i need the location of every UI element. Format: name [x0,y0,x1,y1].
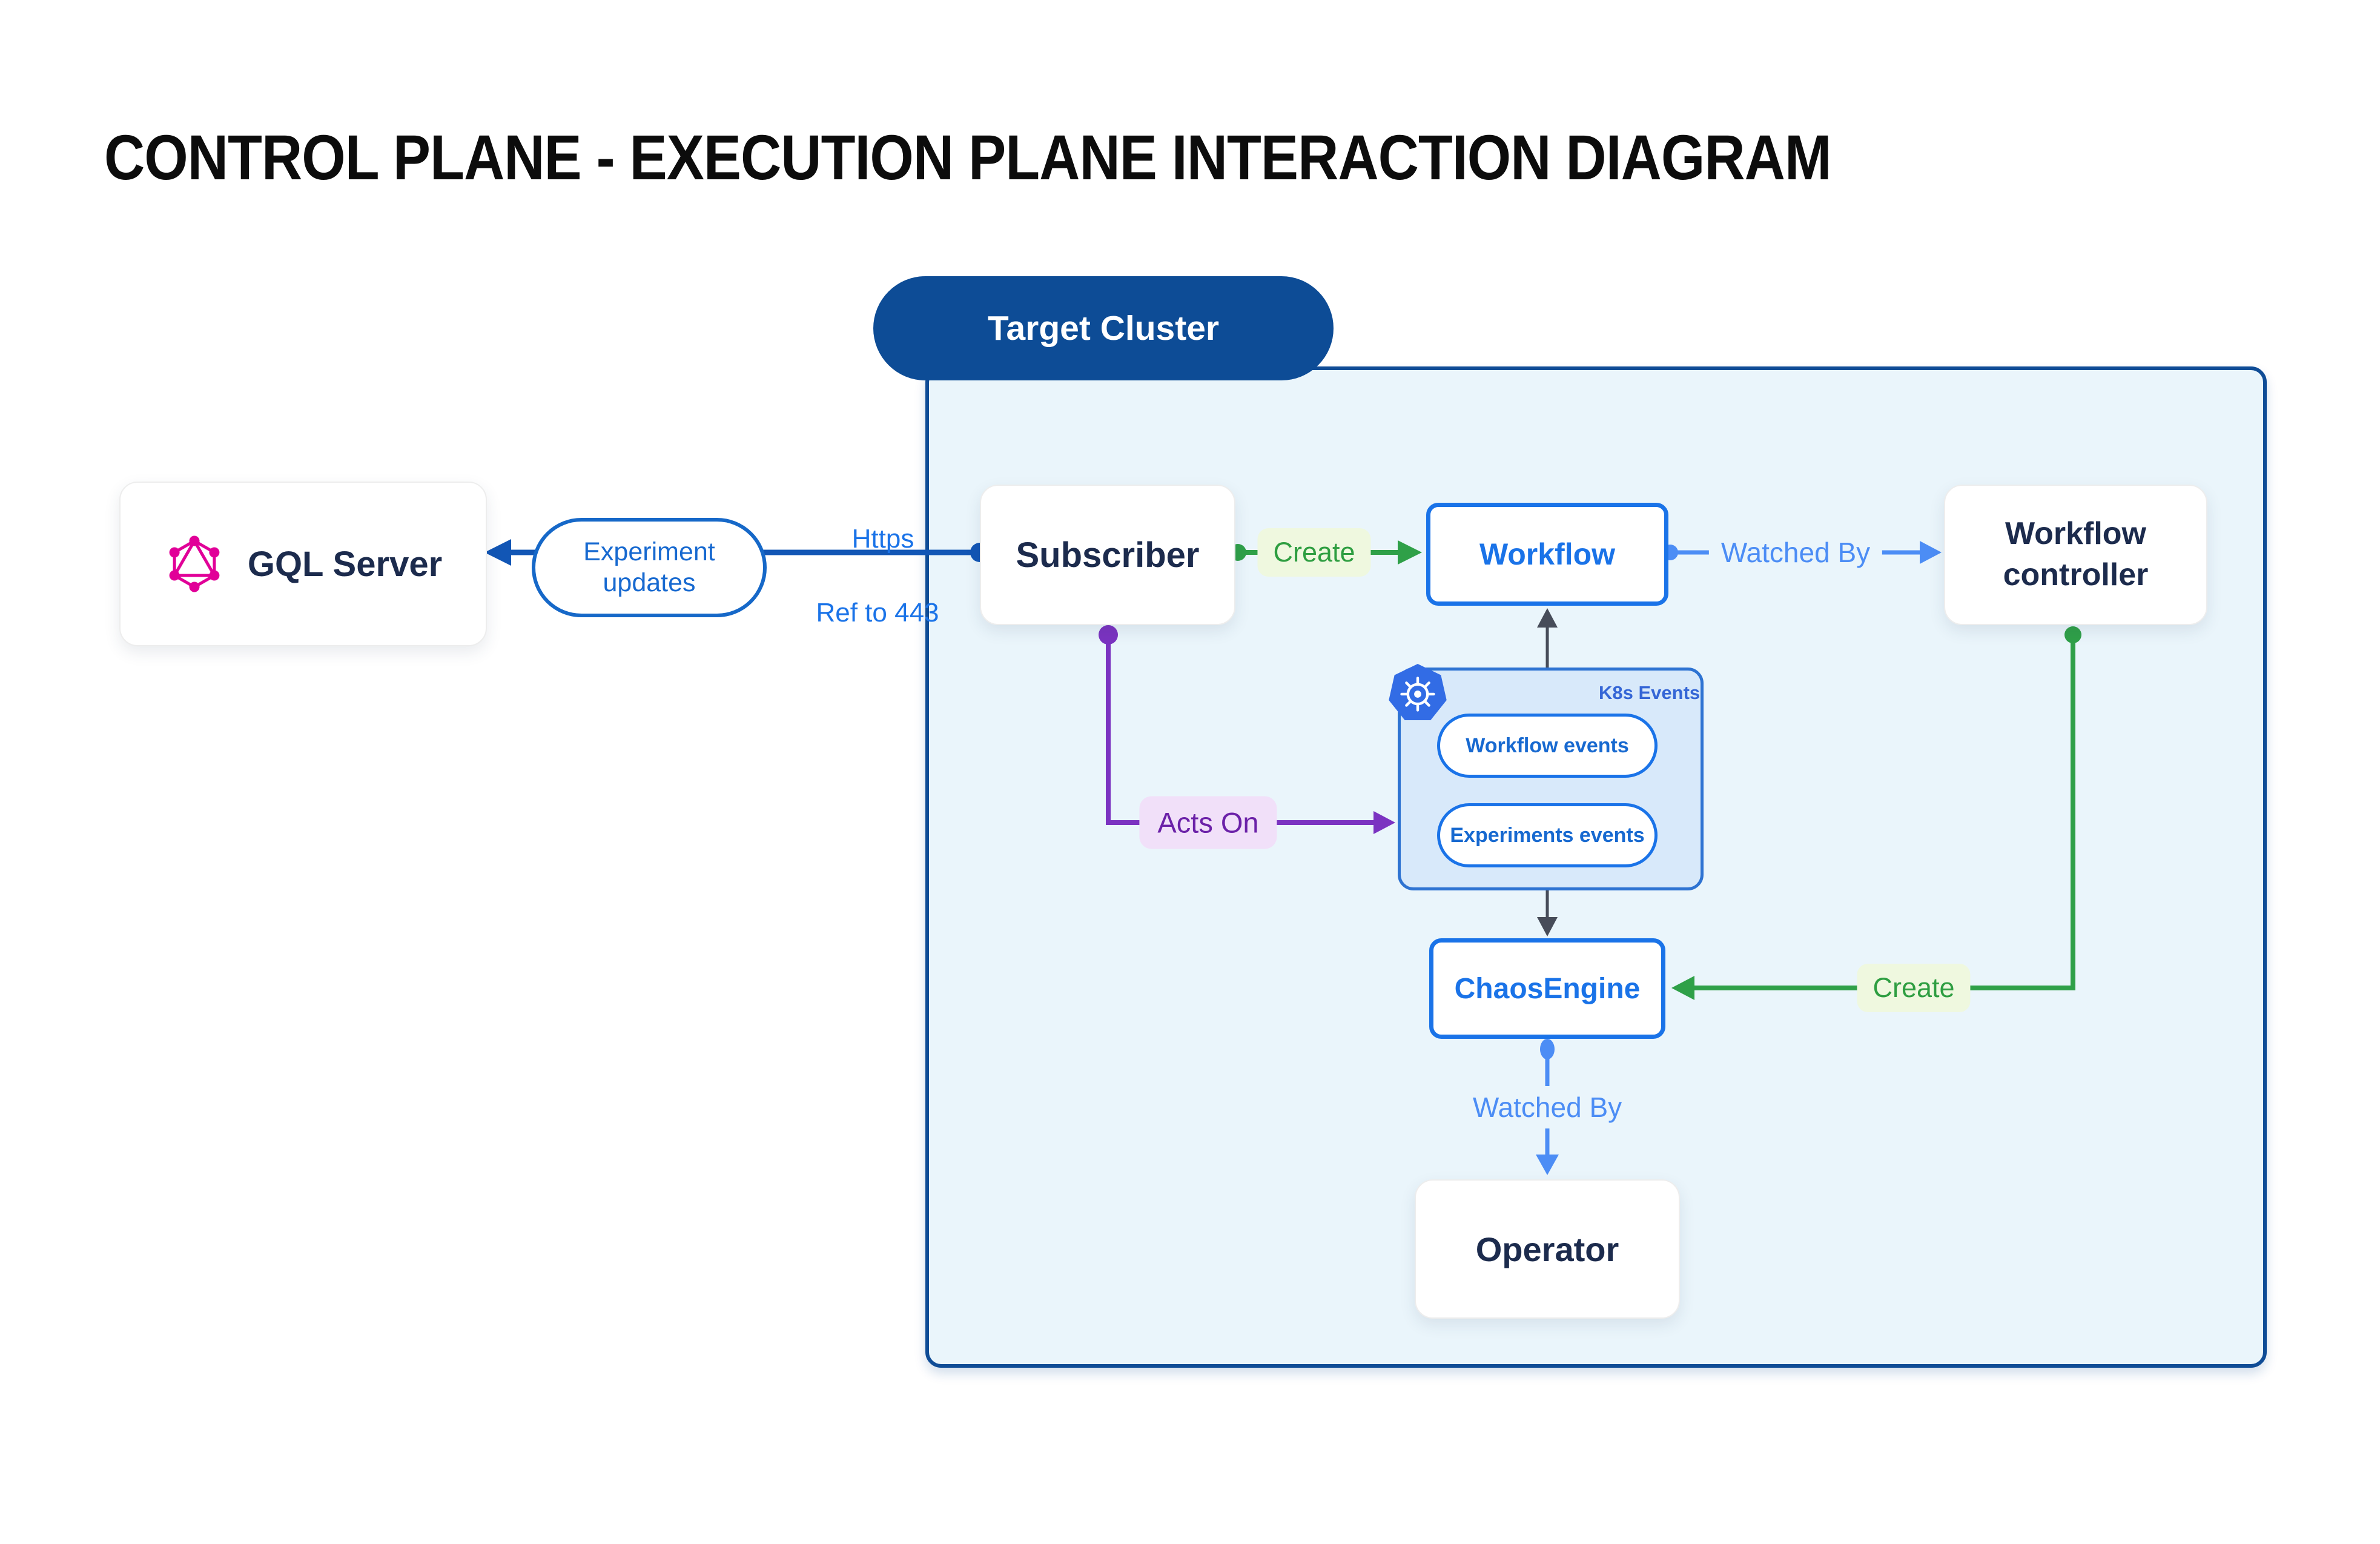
watched-by-label-top: Watched By [1708,531,1883,574]
experiments-events-pill: Experiments events [1437,803,1658,867]
ref-to-443-label: Ref to 443 [816,598,939,628]
create-label-bottom: Create [1857,964,1971,1012]
graphql-icon [169,535,220,592]
edge-create-bottom [1671,626,2081,1000]
watched-by-label-bottom: Watched By [1460,1086,1635,1128]
experiment-updates-line1: Experiment [583,537,715,567]
edge-acts-on [1099,625,1395,834]
acts-on-label: Acts On [1139,796,1277,849]
experiment-updates-pill: Experiment updates [532,518,767,617]
operator-label: Operator [1475,1230,1619,1268]
gql-server-label: GQL Server [247,544,443,584]
workflow-node: Workflow [1426,503,1668,606]
k8s-events-title: K8s Events [1599,682,1701,703]
subscriber-node: Subscriber [980,485,1235,625]
workflow-events-pill: Workflow events [1437,714,1658,778]
kubernetes-icon [1389,663,1447,721]
subscriber-label: Subscriber [1016,535,1200,575]
workflow-controller-label: Workflow controller [2003,514,2149,595]
workflow-label: Workflow [1479,537,1616,571]
workflow-controller-line2: controller [2003,557,2149,592]
https-label: Https [851,524,914,554]
target-cluster-pill: Target Cluster [873,276,1334,380]
workflow-controller-line1: Workflow [2005,516,2147,552]
gql-server-node: GQL Server [119,482,487,646]
create-label-top: Create [1257,528,1371,577]
workflow-controller-node: Workflow controller [1944,485,2207,625]
experiment-updates-line2: updates [603,568,696,597]
page-title: CONTROL PLANE - EXECUTION PLANE INTERACT… [104,122,1832,193]
operator-node: Operator [1415,1179,1680,1319]
chaosengine-label: ChaosEngine [1454,972,1641,1005]
chaosengine-node: ChaosEngine [1429,938,1665,1039]
